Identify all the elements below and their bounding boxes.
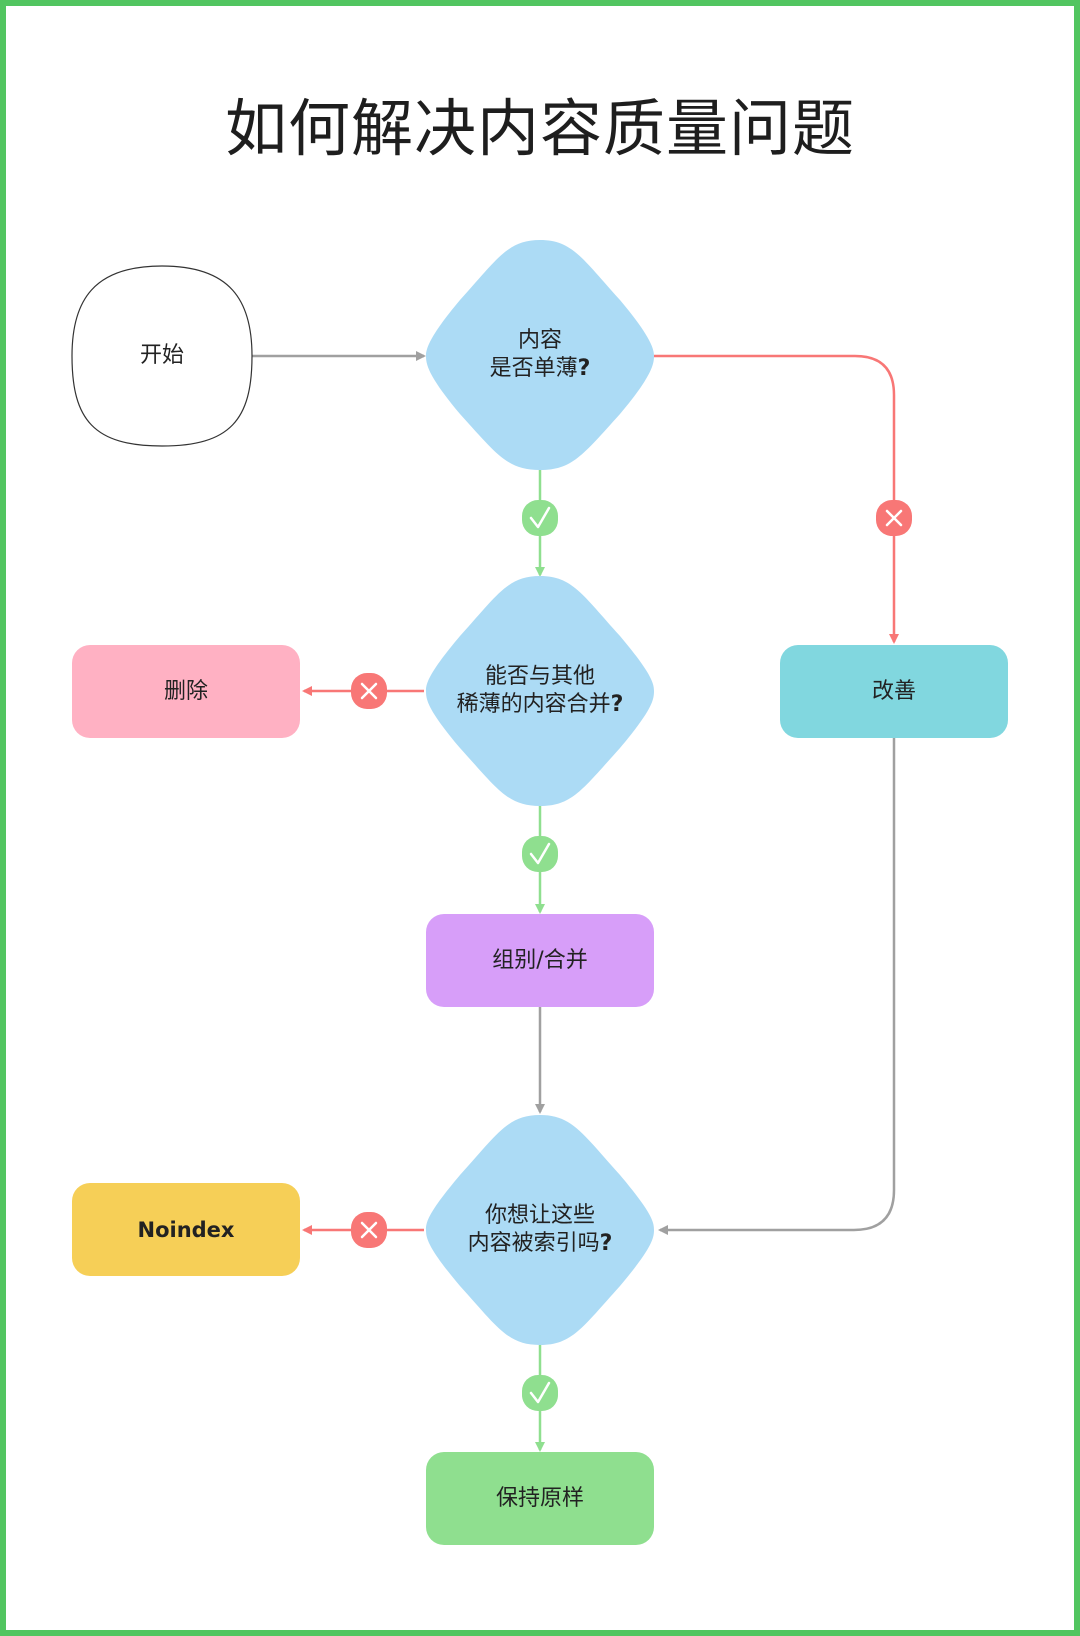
thin-question-line2: 是否单薄 [489, 356, 578, 381]
yes-badge [522, 1375, 558, 1411]
keep-as-is-node[interactable] [426, 1452, 654, 1545]
check-icon [529, 842, 551, 865]
connector-thin-no-to-improve [654, 354, 899, 644]
check-icon [529, 1381, 551, 1404]
group-merge-label: 组别/合并 [492, 947, 588, 973]
question-mark: ? [599, 1231, 613, 1256]
index-question-line1: 你想让这些 [484, 1203, 595, 1228]
decision-merge[interactable] [426, 576, 654, 806]
start-text: 开始 [139, 343, 184, 368]
no-badge [351, 1212, 387, 1248]
delete-label: 删除 [163, 678, 208, 704]
improve-label: 改善 [871, 678, 916, 704]
x-icon [360, 1221, 378, 1239]
group-merge-node[interactable] [426, 914, 654, 1007]
question-mark: ? [610, 692, 624, 717]
page-title: 如何解决内容质量问题 [224, 92, 855, 165]
thin-question-label: 内容 是否单薄? [426, 240, 654, 470]
decision-index[interactable] [426, 1115, 654, 1345]
start-label: 开始 [72, 266, 252, 446]
index-question-label: 你想让这些 内容被索引吗? [426, 1115, 654, 1345]
x-icon [885, 509, 903, 527]
keep-as-is-label: 保持原样 [495, 1485, 584, 1511]
index-question-line2: 内容被索引吗 [467, 1231, 600, 1256]
merge-question-label: 能否与其他 稀薄的内容合并? [426, 576, 654, 806]
yes-badge [522, 836, 558, 872]
start-node[interactable] [71, 265, 253, 447]
yes-badge [522, 500, 558, 536]
x-icon [360, 682, 378, 700]
no-badge [876, 500, 912, 536]
noindex-label: Noindex [137, 1217, 235, 1242]
delete-node[interactable] [72, 645, 300, 738]
improve-node[interactable] [780, 645, 1008, 738]
question-mark: ? [577, 356, 591, 381]
check-icon [529, 506, 551, 529]
no-badge [351, 673, 387, 709]
noindex-node[interactable] [72, 1183, 300, 1276]
merge-question-line1: 能否与其他 [484, 664, 595, 689]
decision-thin-content[interactable] [426, 240, 654, 470]
connector-improve-to-index [658, 738, 896, 1235]
merge-question-line2: 稀薄的内容合并 [456, 692, 611, 717]
thin-question-line1: 内容 [517, 328, 562, 353]
